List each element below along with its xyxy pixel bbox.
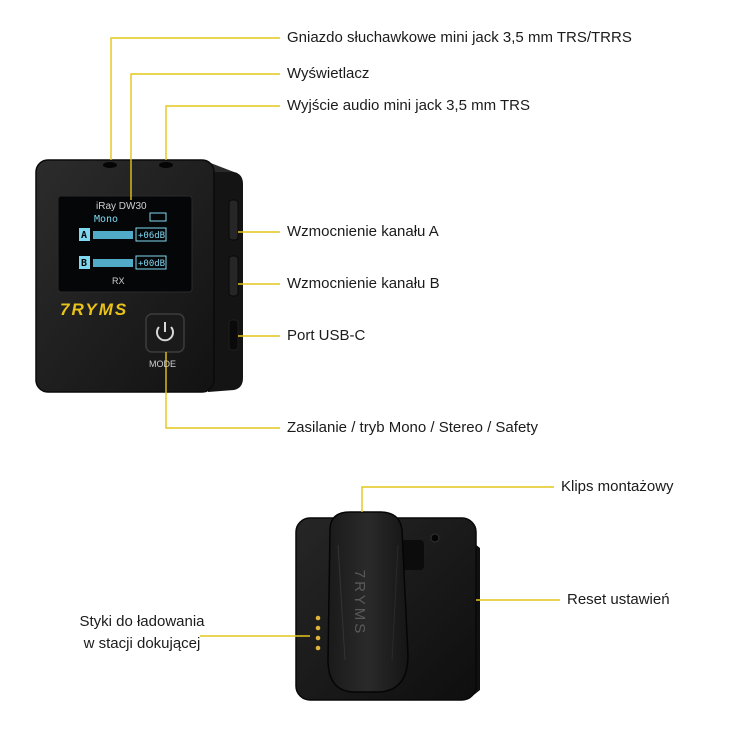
screen-channel-a: A	[81, 230, 88, 241]
receiver-back-device	[295, 511, 480, 701]
audio-out-port	[159, 162, 173, 168]
leader-clip	[361, 486, 554, 512]
receiver-front-device	[35, 159, 243, 393]
label-reset: Reset ustawień	[567, 591, 670, 608]
leader-lines	[110, 37, 560, 637]
label-usb-c: Port USB-C	[287, 327, 366, 344]
leader-power-mode	[165, 352, 280, 429]
charging-contact	[315, 635, 321, 641]
screen-rx-text: RX	[112, 276, 125, 286]
leader-display	[130, 73, 280, 200]
screen-mode-text: Mono	[94, 214, 119, 225]
brand-logo-clip: 7RYMS	[351, 569, 369, 637]
charging-contact	[315, 615, 321, 621]
power-button	[145, 313, 185, 353]
battery-icon	[149, 212, 167, 222]
label-charging-contacts-line2: w stacji dokującej	[83, 635, 201, 652]
power-icon	[156, 326, 174, 342]
usb-c-side-port	[228, 319, 239, 351]
label-charging-contacts: Styki do ładowania w stacji dokującej	[52, 611, 232, 655]
leader-headphone-jack	[110, 37, 280, 160]
label-headphone-jack: Gniazdo słuchawkowe mini jack 3,5 mm TRS…	[287, 29, 632, 46]
label-clip: Klips montażowy	[561, 478, 674, 495]
label-audio-out: Wyjście audio mini jack 3,5 mm TRS	[287, 97, 530, 114]
label-display: Wyświetlacz	[287, 65, 370, 82]
screen-gain-b: +00dB	[138, 259, 166, 269]
screen-channel-b: B	[81, 258, 88, 269]
mode-button-label: MODE	[149, 359, 176, 369]
gain-a-side-button	[228, 199, 239, 241]
screen-model-text: iRay DW30	[96, 201, 147, 212]
leader-audio-out	[165, 105, 280, 160]
mounting-clip	[327, 511, 409, 693]
charging-contact	[315, 625, 321, 631]
gain-b-side-button	[228, 255, 239, 297]
label-gain-b: Wzmocnienie kanału B	[287, 275, 440, 292]
screen-gain-a: +06dB	[138, 231, 166, 241]
charging-contact	[315, 645, 321, 651]
label-power-mode: Zasilanie / tryb Mono / Stereo / Safety	[287, 419, 538, 436]
label-charging-contacts-line1: Styki do ładowania	[79, 613, 205, 630]
headphone-jack-port	[103, 162, 117, 168]
brand-logo-front: 7RYMS	[60, 300, 129, 319]
label-gain-a: Wzmocnienie kanału A	[287, 223, 439, 240]
